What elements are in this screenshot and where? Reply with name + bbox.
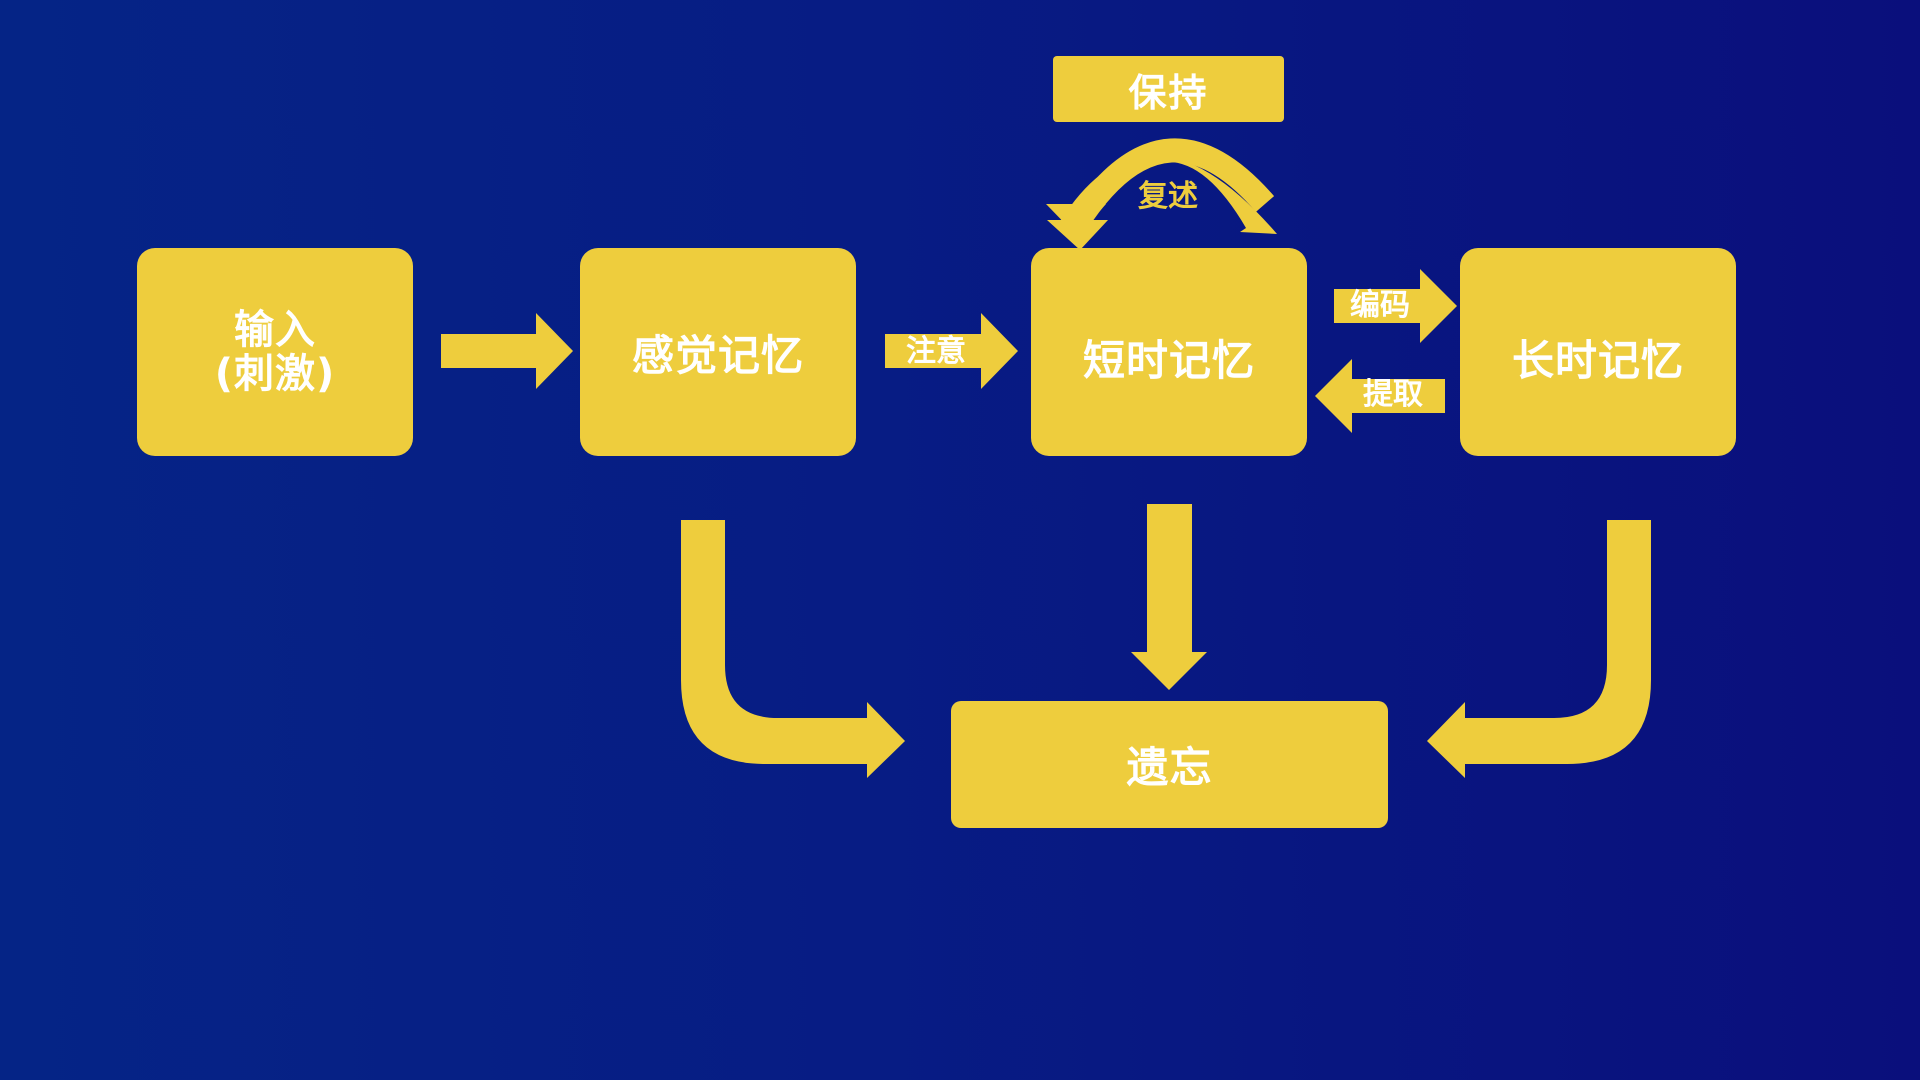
arrow-rehearsal-arc <box>1073 138 1275 221</box>
arrow-rehearsal-head <box>1046 204 1106 236</box>
arrow-retrieval <box>1315 359 1445 433</box>
node-input-label: 输入 (刺激) <box>215 308 336 396</box>
node-short-term-memory: 短时记忆 <box>1031 248 1307 456</box>
edge-label-encoding: 编码 <box>1350 288 1410 323</box>
node-sensory-memory-label: 感觉记忆 <box>631 330 804 380</box>
node-sensory-memory: 感觉记忆 <box>580 248 856 456</box>
node-retention: 保持 <box>1053 56 1284 122</box>
edge-label-attention: 注意 <box>906 334 966 369</box>
node-short-term-memory-label: 短时记忆 <box>1082 335 1255 385</box>
node-input: 输入 (刺激) <box>137 248 413 456</box>
arrow-input-to-sensory <box>441 313 573 389</box>
edge-label-rehearsal: 复述 <box>1138 179 1198 214</box>
node-retention-label: 保持 <box>1128 70 1209 115</box>
edge-label-retrieval: 提取 <box>1363 377 1423 412</box>
arrow-long-term-to-forgetting <box>1427 520 1651 778</box>
arrow-attention <box>885 313 1018 389</box>
node-input-line2: (刺激) <box>214 351 336 397</box>
arrow-encoding <box>1334 269 1457 343</box>
arrow-sensory-to-forgetting <box>681 520 905 778</box>
node-long-term-memory-label: 长时记忆 <box>1511 335 1684 385</box>
node-long-term-memory: 长时记忆 <box>1460 248 1736 456</box>
node-input-line1: 输入 <box>234 307 316 353</box>
arrow-short-term-to-forgetting <box>1131 504 1207 690</box>
node-forgetting: 遗忘 <box>951 701 1388 828</box>
node-forgetting-label: 遗忘 <box>1126 743 1213 792</box>
